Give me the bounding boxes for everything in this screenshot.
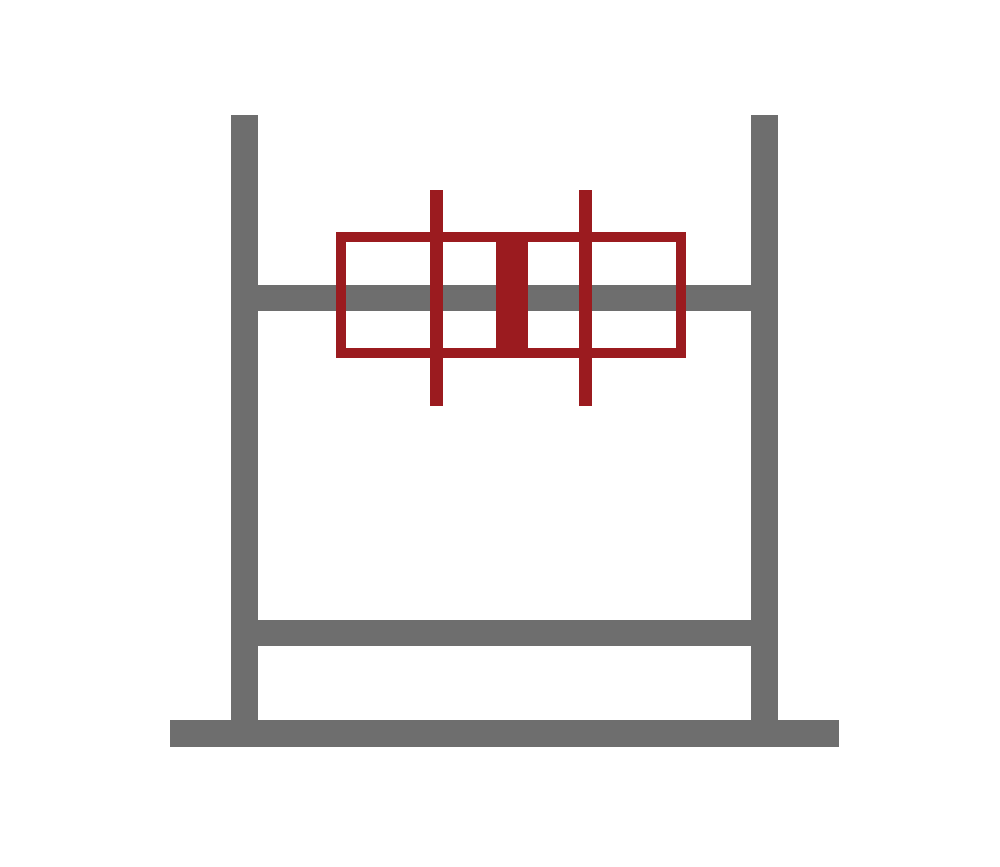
base-bar xyxy=(170,720,839,747)
right-pin xyxy=(579,190,592,406)
clamp-fixture xyxy=(336,190,686,406)
right-post xyxy=(751,115,778,725)
lower-crossbar xyxy=(258,620,751,646)
left-post xyxy=(231,115,258,725)
left-pin xyxy=(430,190,443,406)
fixture-center-block xyxy=(496,237,528,353)
rack-frame xyxy=(170,115,839,747)
